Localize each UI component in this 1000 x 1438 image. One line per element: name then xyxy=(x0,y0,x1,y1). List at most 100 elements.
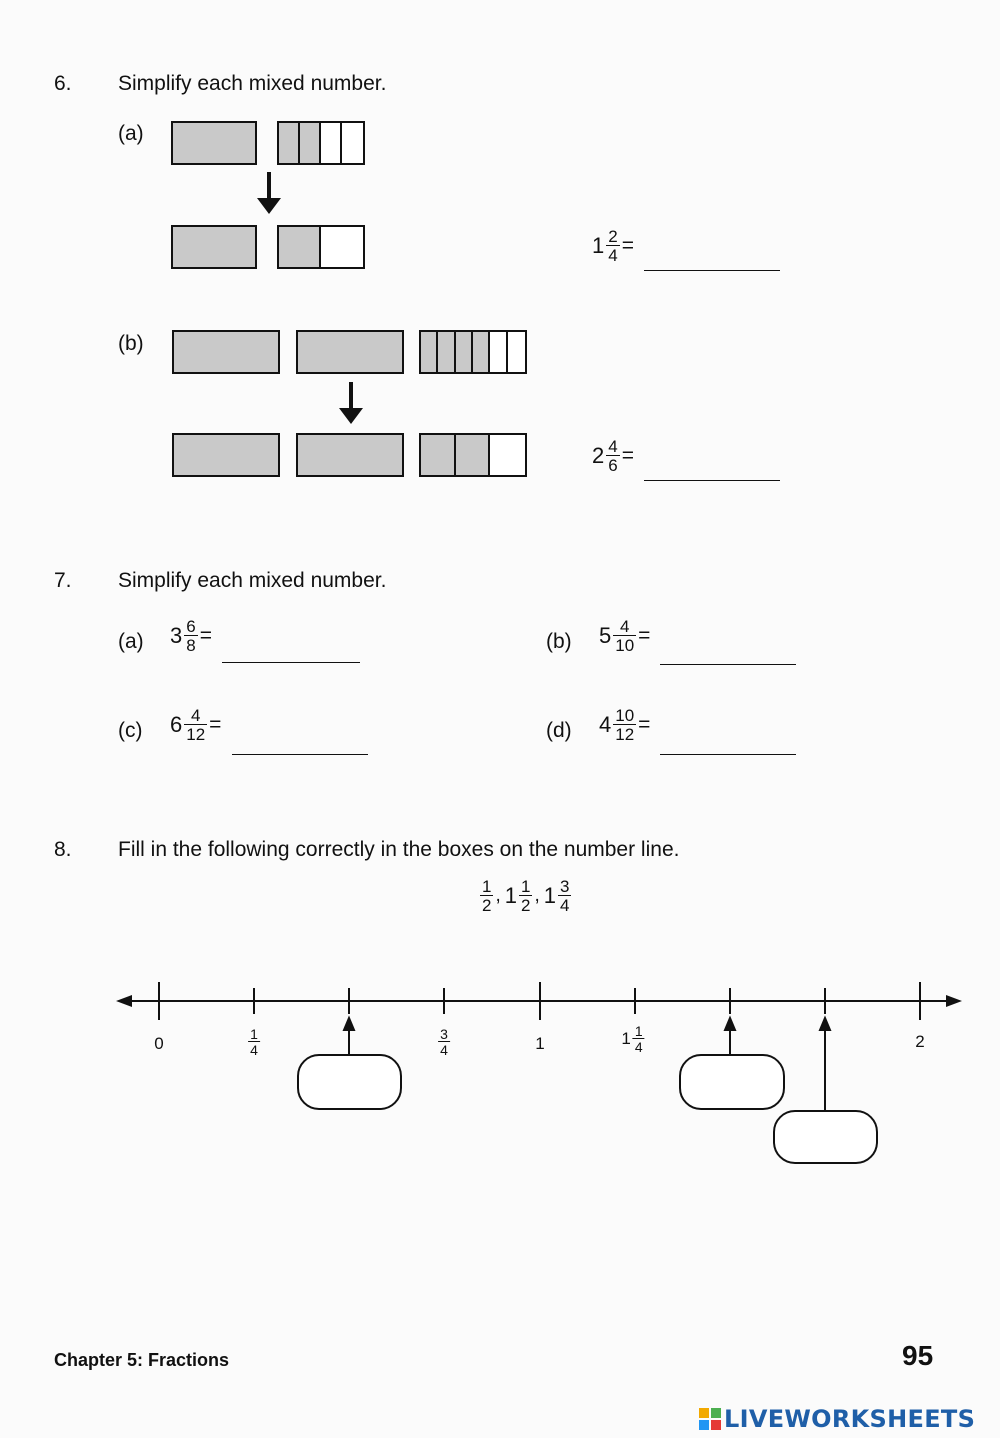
q6b-answer-field[interactable] xyxy=(644,454,780,481)
q6-title: Simplify each mixed number. xyxy=(118,72,387,95)
q6a-label: (a) xyxy=(118,122,144,145)
tick-label-0-whole: 0 xyxy=(154,1034,164,1053)
q8-choice-3-denominator: 4 xyxy=(558,895,572,915)
tick-label-1-numerator: 1 xyxy=(250,1026,258,1042)
q7c-numerator: 4 xyxy=(190,706,201,725)
tick-label-5-numerator: 1 xyxy=(634,1023,643,1039)
q6-number: 6. xyxy=(54,72,72,95)
tick-label-0: 0 xyxy=(154,1034,163,1054)
q7-number: 7. xyxy=(54,569,72,592)
q6b-label: (b) xyxy=(118,332,144,355)
tick-label-8: 2 xyxy=(915,1032,924,1052)
q6b-whole-bar-2-result xyxy=(296,433,404,477)
tick-label-5-whole: 1 xyxy=(621,1029,631,1048)
q6a-whole-bar-result xyxy=(171,225,257,269)
liveworksheets-logo-icon xyxy=(699,1408,721,1430)
q6a-answer-field[interactable] xyxy=(644,244,780,271)
q8-title: Fill in the following correctly in the b… xyxy=(118,838,680,861)
q8-choice-2-whole: 1 xyxy=(504,883,517,908)
page-number: 95 xyxy=(902,1340,934,1371)
q7b-equals: = xyxy=(638,624,651,647)
q8-choice-2-sep: , xyxy=(534,885,540,906)
q7a-denominator: 8 xyxy=(184,635,198,655)
q8-choice-3-whole: 1 xyxy=(543,883,556,908)
q7-title: Simplify each mixed number. xyxy=(118,569,387,592)
q7a-answer-field[interactable] xyxy=(222,636,360,663)
q6b-fraction-bar-thirds xyxy=(419,433,527,477)
tick-label-4: 1 xyxy=(535,1034,544,1054)
q8-choice-1-numerator: 1 xyxy=(482,877,492,896)
q6a-down-arrow-icon xyxy=(257,172,281,214)
q7d-denominator: 12 xyxy=(613,724,637,744)
chapter-footer: Chapter 5: Fractions xyxy=(54,1350,230,1370)
pointer-arrow-3-icon xyxy=(818,1015,832,1031)
q7a-numerator: 6 xyxy=(186,617,196,636)
number-line-answer-box-3[interactable] xyxy=(773,1110,878,1164)
tick-label-4-whole: 1 xyxy=(535,1034,545,1053)
number-line-right-arrow-icon xyxy=(946,995,962,1007)
q7c-answer-field[interactable] xyxy=(232,728,368,755)
q6b-whole: 2 xyxy=(592,443,605,468)
q6b-whole-bar-2 xyxy=(296,330,404,374)
q7d-equals: = xyxy=(638,713,651,736)
q7a-whole: 3 xyxy=(170,623,183,648)
q7a-label: (a) xyxy=(118,630,144,653)
q6b-down-arrow-icon xyxy=(339,382,363,424)
q7b-answer-field[interactable] xyxy=(660,638,796,665)
q7b-numerator: 4 xyxy=(619,617,630,636)
tick-label-3-numerator: 3 xyxy=(440,1026,448,1042)
q6a-fraction-bar-halves xyxy=(277,225,365,269)
q6b-denominator: 6 xyxy=(606,455,620,475)
q6a-whole-bar xyxy=(171,121,257,165)
pointer-arrow-1-icon xyxy=(342,1015,356,1031)
q7c-whole: 6 xyxy=(170,712,183,737)
q7c-label: (c) xyxy=(118,719,143,742)
number-line-answer-box-1[interactable] xyxy=(297,1054,402,1110)
q8-choice-3-numerator: 3 xyxy=(560,877,570,896)
q7b-whole: 5 xyxy=(599,623,612,648)
q6a-denominator: 4 xyxy=(606,245,620,265)
tick-label-8-whole: 2 xyxy=(915,1032,925,1051)
q6b-whole-bar-1-result xyxy=(172,433,280,477)
q7d-whole: 4 xyxy=(599,712,612,737)
tick-label-5-denominator: 4 xyxy=(632,1038,645,1055)
q8-choice-1-denominator: 2 xyxy=(480,895,494,915)
brand-name: LIVEWORKSHEETS xyxy=(724,1405,976,1433)
q7d-numerator: 10 xyxy=(615,706,635,725)
q6a-whole: 1 xyxy=(592,233,605,258)
pointer-arrow-2-icon xyxy=(723,1015,737,1031)
q6b-fraction-bar-sixths xyxy=(419,330,527,374)
tick-label-3-denominator: 4 xyxy=(438,1041,450,1058)
number-line-answer-box-2[interactable] xyxy=(679,1054,785,1110)
number-line xyxy=(116,982,962,1110)
q7c-denominator: 12 xyxy=(184,724,208,744)
number-line-left-arrow-icon xyxy=(116,995,132,1007)
q7d-answer-field[interactable] xyxy=(660,728,796,755)
tick-label-1-denominator: 4 xyxy=(248,1041,260,1058)
q6b-equals: = xyxy=(621,444,634,467)
q6b-whole-bar-1 xyxy=(172,330,280,374)
q6b-numerator: 4 xyxy=(608,437,618,456)
q6a-fraction-bar-fourths xyxy=(277,121,365,165)
q8-choice-2-denominator: 2 xyxy=(519,895,533,915)
q7d-label: (d) xyxy=(546,719,572,742)
q6a-equals: = xyxy=(621,234,634,257)
q8-number: 8. xyxy=(54,838,72,861)
q6a-numerator: 2 xyxy=(608,227,618,246)
brand-logo: LIVEWORKSHEETS xyxy=(699,1405,975,1433)
q8-choice-2-numerator: 1 xyxy=(521,877,531,896)
q7c-equals: = xyxy=(209,713,222,736)
q7b-label: (b) xyxy=(546,630,572,653)
q7a-equals: = xyxy=(199,624,212,647)
q8-choice-1-sep: , xyxy=(495,885,501,906)
